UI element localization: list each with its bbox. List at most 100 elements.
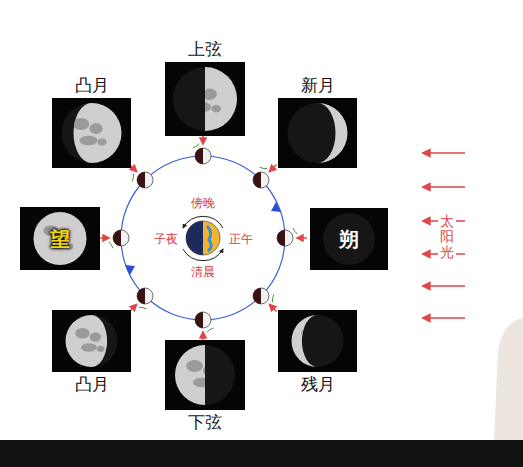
photo-background	[165, 62, 245, 136]
moon-mare	[324, 138, 333, 145]
orbit-moon-lit-half	[253, 172, 269, 188]
orbit-moon-arc	[207, 328, 213, 332]
moon-dark-disk	[288, 103, 348, 163]
view-arrow	[99, 237, 109, 238]
moon-lit-part	[318, 103, 348, 163]
orbit-moon-lit-half	[137, 288, 153, 304]
moon-mare	[301, 328, 316, 338]
moon-lit-part	[66, 315, 108, 367]
moon-phase-photo: 望	[20, 207, 100, 270]
moon-phase-photo: 凸月	[52, 98, 131, 168]
photo-background	[20, 207, 100, 270]
phase-name: 新月	[301, 76, 335, 95]
sunlight-arrow	[423, 317, 465, 319]
moon-mare	[192, 102, 211, 112]
earth-day-side	[186, 221, 220, 255]
orbit-moon	[195, 312, 213, 332]
orbit-moon	[132, 172, 153, 188]
orbit-moon	[253, 167, 269, 188]
moon-phase-photo: 新月	[278, 98, 357, 168]
moon-mare	[203, 88, 217, 100]
orbit-moon-arc	[272, 294, 274, 302]
moon-mare	[90, 332, 101, 341]
time-of-day-label: 清晨	[191, 266, 215, 279]
moon-mare	[299, 118, 316, 130]
orbit-moon-dark-half	[195, 312, 203, 328]
moon-mare	[75, 328, 90, 338]
orbit-moon-arc	[193, 144, 199, 148]
photo-background	[278, 98, 357, 168]
phase-name: 凸月	[75, 375, 109, 394]
earth-land	[207, 226, 211, 251]
orbit-moon-dark-half	[137, 172, 145, 188]
moon-lit-part	[74, 103, 122, 163]
sunlight-arrow	[423, 152, 465, 154]
moon-mare	[193, 378, 211, 388]
orbit-moon-arc	[109, 242, 113, 248]
orbit-moon-lit-half	[137, 172, 153, 188]
moon-lit-part	[175, 345, 205, 405]
orbit-moon-lit-half	[195, 312, 211, 328]
bottom-bar	[0, 440, 523, 467]
moon-dark-disk	[292, 315, 344, 367]
phase-name: 残月	[301, 375, 335, 394]
orbit-moon-dark-half	[113, 230, 121, 246]
presenter-figure	[494, 318, 523, 440]
phase-name: 凸月	[75, 76, 109, 95]
moon-mare	[97, 346, 105, 352]
moon-maria	[73, 118, 107, 146]
moon-mare	[307, 343, 323, 351]
orbit-moon-dark-half	[277, 230, 285, 246]
orbit-moon-arc	[139, 307, 147, 309]
sunlight-label: 太阳光	[438, 211, 456, 263]
moon-dark-disk	[323, 213, 375, 265]
orbit-direction-triangle	[271, 202, 281, 212]
moon-lit-part	[292, 315, 318, 367]
phase-name: 上弦	[188, 40, 222, 59]
moon-phase-photo: 残月	[278, 310, 357, 372]
moon-mare	[323, 346, 331, 352]
orbit-moon	[193, 144, 211, 164]
photo-background	[52, 310, 131, 372]
moon-mare	[186, 360, 203, 372]
moon-orbit	[121, 156, 285, 320]
moon-phase-photo: 上弦	[165, 62, 245, 136]
photo-background	[278, 310, 357, 372]
moon-photo-picture	[278, 98, 357, 168]
moon-mare	[315, 123, 328, 134]
orbit-moon	[277, 228, 297, 246]
orbit-moon-lit-half	[277, 230, 293, 246]
sunlight-arrows	[423, 153, 465, 318]
orbit-moon-lit-half	[195, 148, 211, 164]
orbit-moon-lit-half	[253, 288, 269, 304]
moon-mare	[80, 136, 98, 146]
moon-mare	[81, 343, 97, 351]
moon-maria	[75, 328, 104, 352]
orbit-moon	[109, 230, 129, 248]
time-of-day-label: 正午	[229, 233, 253, 246]
view-arrow	[269, 304, 276, 311]
orbit-moon-arc	[293, 228, 297, 234]
orbit-moon	[253, 288, 274, 304]
moon-mare	[203, 365, 216, 376]
moon-mare	[89, 123, 102, 134]
moon-lit-part	[34, 212, 87, 265]
moon-maria	[43, 225, 73, 249]
orbit-moon-dark-half	[195, 148, 203, 164]
sunlight-arrow	[423, 186, 465, 188]
phase-name: 下弦	[188, 413, 222, 432]
sunlight-arrow	[423, 285, 465, 287]
moon-mare	[73, 118, 90, 130]
orbit-moon-dark-half	[253, 172, 261, 188]
orbit-direction-triangle	[125, 265, 135, 275]
moon-photo-picture	[52, 98, 131, 168]
orbit-moon-lit-half	[113, 230, 129, 246]
view-arrow	[269, 164, 276, 171]
moon-photo-picture	[52, 310, 131, 372]
moon-phase-photo: 凸月	[52, 310, 131, 372]
moon-dark-disk	[66, 315, 118, 367]
moon-maria	[186, 360, 220, 388]
moon-dark-disk	[62, 103, 122, 163]
moon-maria	[299, 118, 333, 146]
